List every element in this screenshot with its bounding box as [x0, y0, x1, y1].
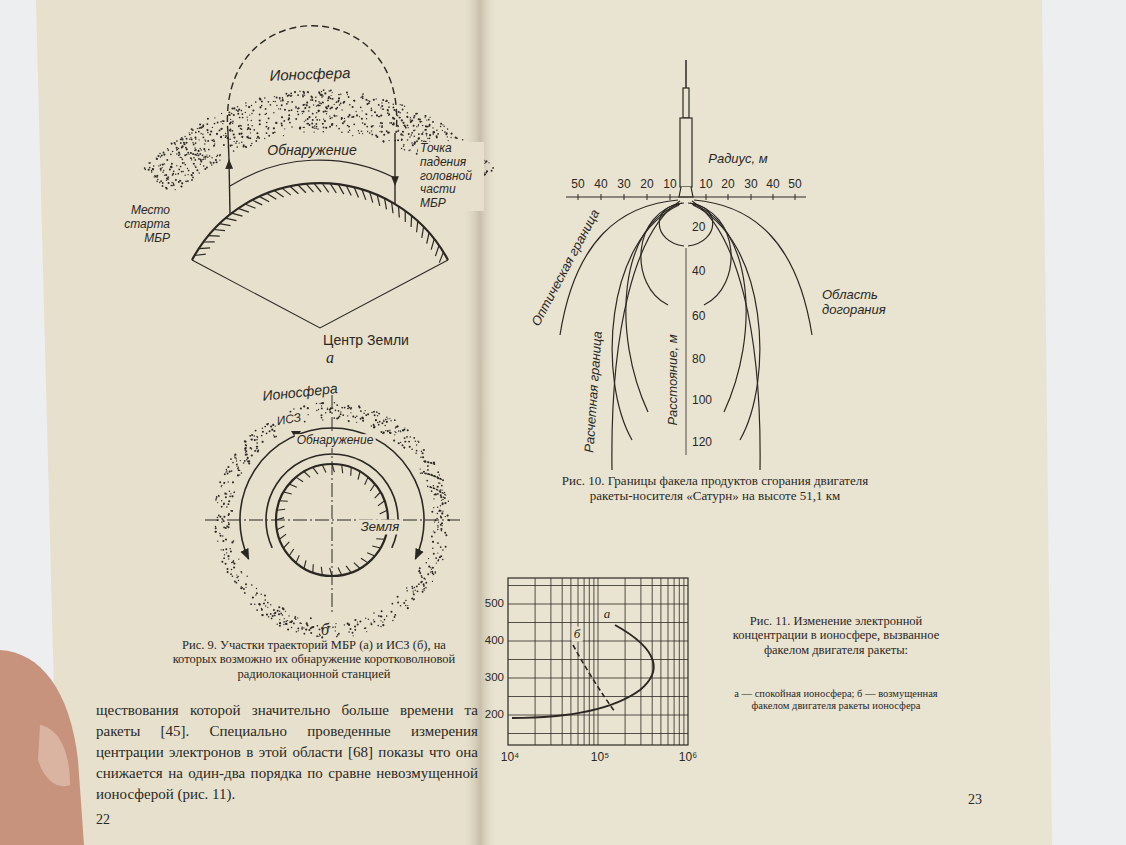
- tick-label: 200: [485, 708, 504, 721]
- curve-label: а: [602, 607, 613, 622]
- tick-label: 40: [766, 178, 779, 192]
- boundary-label: Оптическая граница: [529, 207, 603, 328]
- panel-letter: а: [326, 349, 334, 367]
- thumb-nail: [38, 725, 70, 786]
- tick-label: 10⁶: [679, 751, 697, 765]
- tick-label: 20: [690, 221, 707, 235]
- tick-label: 10⁴: [501, 751, 520, 765]
- tick-label: 20: [640, 178, 653, 192]
- satellite-label: ИСЗ: [274, 411, 304, 430]
- page-number: 22: [96, 812, 110, 828]
- figure-caption: Рис. 9. Участки траекторий МБР (а) и ИСЗ…: [160, 638, 468, 681]
- left-page: [36, 0, 482, 845]
- tick-label: 30: [744, 178, 757, 192]
- zone-label: Обнаружение: [295, 434, 376, 448]
- figure-11: [508, 578, 688, 745]
- tick-label: 400: [485, 634, 504, 647]
- tick-label: 10: [699, 178, 712, 192]
- axis-title: Радиус, м: [708, 152, 767, 167]
- region-label: Ионосфера: [269, 64, 350, 84]
- zone-label: Обнаружение: [265, 142, 358, 158]
- tick-label: 20: [721, 178, 734, 192]
- tick-label: 500: [485, 597, 504, 610]
- right-page: [480, 0, 1052, 845]
- figure-9a: [144, 26, 494, 328]
- tick-label: 10⁵: [591, 751, 609, 765]
- page-number: 23: [968, 792, 982, 808]
- tick-label: 80: [690, 353, 707, 367]
- region-label: Область догорания: [822, 288, 902, 318]
- point-label: Центр Земли: [323, 332, 409, 348]
- tick-label: 30: [617, 178, 630, 192]
- region-label: Ионосфера: [262, 380, 339, 404]
- tick-label: 120: [690, 436, 714, 450]
- point-label: Точка падения головной части МБР: [418, 142, 484, 211]
- panel-letter: б: [321, 621, 329, 639]
- tick-label: 40: [690, 265, 707, 279]
- thumb: [0, 650, 84, 845]
- figure-caption: Рис. 10. Границы факела продуктов сгоран…: [545, 474, 885, 504]
- point-label: Место старта МБР: [108, 204, 170, 245]
- tick-label: 300: [485, 671, 504, 684]
- caption-key: а — спокойная ионосфера; б — возмущенная…: [720, 688, 952, 712]
- axis-title: Расстояние, м: [666, 334, 681, 425]
- boundary-label: Расчетная граница: [582, 331, 605, 453]
- body-text: ществования которой значительно больше в…: [96, 700, 478, 805]
- figure-9b: [205, 395, 460, 639]
- curve-label: б: [572, 627, 583, 642]
- region-label: Земля: [359, 520, 401, 535]
- figure-10: [560, 60, 812, 470]
- tick-label: 10: [663, 178, 676, 192]
- tick-label: 50: [571, 178, 584, 192]
- figure-caption: Рис. 11. Изменение электронной концентра…: [718, 614, 954, 657]
- tick-label: 60: [690, 310, 707, 324]
- tick-label: 100: [690, 394, 714, 408]
- tick-label: 50: [788, 178, 801, 192]
- tick-label: 40: [594, 178, 607, 192]
